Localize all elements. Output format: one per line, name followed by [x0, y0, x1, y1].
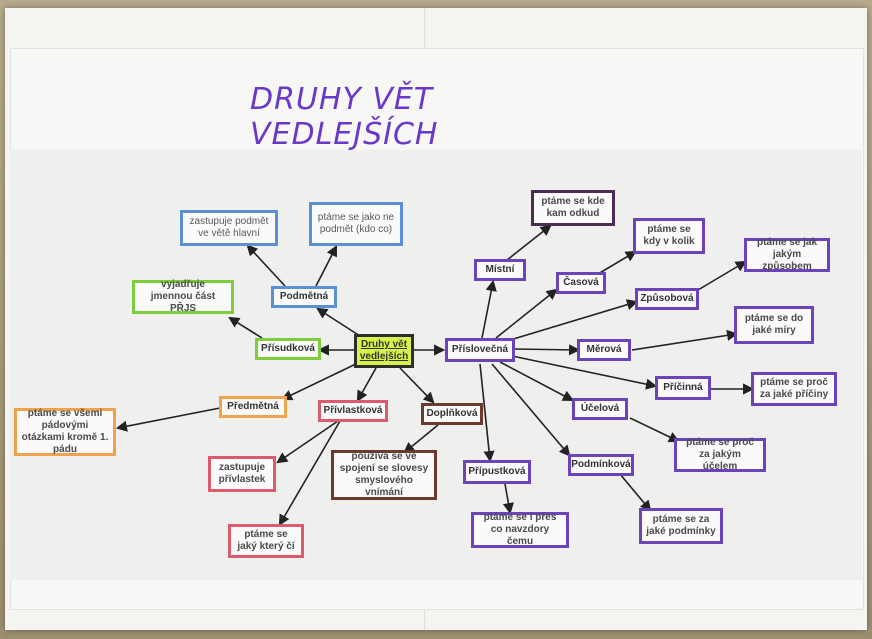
note-privlastkova-2: ptáme se jaký který čí: [228, 524, 304, 558]
edge-prislovecna-pricinna: [511, 355, 658, 390]
edge-privlastkova-note1: [276, 420, 339, 464]
edge-prislovecna-ucelova: [499, 361, 574, 402]
note-prisudkova: vyjadřuje jmennou část PŘJS: [132, 279, 234, 314]
edge-merova-note: [631, 329, 739, 351]
page-title: DRUHY VĚT VEDLEJŠÍCH: [250, 82, 439, 152]
edge-privlastkova-note2: [278, 420, 341, 526]
edge-prislovecna-podminkova: [491, 363, 571, 457]
edge-podmetna-note1: [246, 244, 286, 287]
note-zpusobova: ptáme se jak jakým způsobem: [744, 237, 830, 272]
note-casova: ptáme se kdy v kolik: [633, 218, 705, 254]
node-predmetna: Předmětná: [219, 396, 287, 418]
note-ucelova: ptáme se proč za jakým účelem: [674, 437, 766, 472]
edge-prislovecna-pripustkova: [479, 363, 495, 463]
edge-prisudkova-note: [228, 316, 263, 339]
edge-prislovecna-merova: [513, 344, 581, 356]
edge-zpusobova-note: [697, 260, 747, 291]
note-pricinna: ptáme se proč za jaké příčiny: [751, 372, 837, 406]
edge-pripustkova-note: [502, 483, 514, 515]
note-privlastkova-1: zastupuje přívlastek: [208, 456, 276, 492]
edge-podminkova-note: [619, 473, 652, 512]
edge-prislovecna-zpusobova: [509, 299, 639, 341]
note-merova: ptáme se do jaké míry: [734, 306, 814, 344]
node-prislovecna: Příslovečná: [445, 338, 515, 362]
node-merova: Měrová: [577, 339, 631, 361]
node-mistni: Místní: [474, 259, 526, 281]
edge-podmetna-note2: [315, 245, 338, 287]
node-doplnkova: Doplňková: [421, 403, 483, 425]
edge-ucelova-note: [629, 417, 681, 443]
node-privlastkova: Přívlastková: [318, 400, 388, 422]
node-prisudkova: Přísudková: [255, 338, 321, 360]
note-mistni: ptáme se kde kam odkud: [531, 190, 615, 226]
note-doplnkova: používá se ve spojení se slovesy smyslov…: [331, 450, 437, 500]
node-podminkova: Podmínková: [568, 454, 634, 476]
edge-prislovecna-casova: [495, 288, 558, 339]
center-node: Druhy vět vedlejších: [354, 334, 414, 368]
edge-center-podmetna: [316, 307, 361, 337]
node-podmetna: Podmětná: [271, 286, 337, 308]
edge-prislovecna-mistni: [481, 279, 497, 339]
edge-center-predmetna: [280, 361, 361, 401]
note-pripustkova: ptáme se i přes co navzdory čemu: [471, 512, 569, 548]
node-ucelova: Účelová: [572, 398, 628, 420]
node-pripustkova: Přípustková: [463, 460, 531, 484]
note-predmetna: ptáme se všemi pádovými otázkami kromě 1…: [14, 408, 116, 456]
note-podmetna-1: zastupuje podmět ve větě hlavní: [180, 210, 278, 246]
edge-predmetna-note: [115, 407, 221, 432]
note-podmetna-2: ptáme se jako ne podmět (kdo co): [309, 202, 403, 246]
edge-center-privlastkova: [356, 367, 377, 402]
node-zpusobova: Způsobová: [635, 288, 699, 310]
edge-mistni-note: [506, 224, 552, 261]
edge-casova-note: [597, 250, 637, 275]
node-casova: Časová: [556, 272, 606, 294]
node-pricinna: Příčinná: [655, 376, 711, 400]
edge-center-doplnkova: [399, 367, 435, 404]
note-podminkova: ptáme se za jaké podmínky: [639, 508, 723, 544]
edge-doplnkova-note: [403, 424, 439, 454]
